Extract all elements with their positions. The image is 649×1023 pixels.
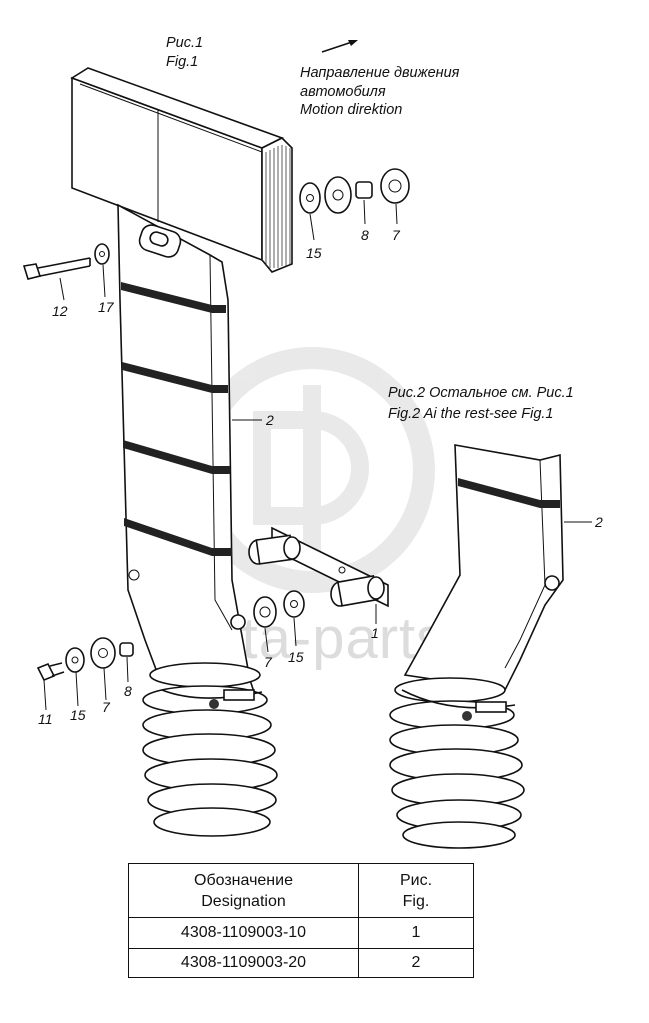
- header-fig-ru: Рис.: [399, 871, 433, 889]
- row-fig: 1: [358, 917, 474, 949]
- hardware-top: [94, 168, 410, 265]
- fig1-title-ru: Рис.1: [166, 35, 203, 51]
- callout-8-bot: 8: [124, 683, 132, 699]
- callout-12: 12: [52, 303, 68, 319]
- callout-15-bot: 15: [70, 707, 86, 723]
- callout-leaders-fig1: [43, 199, 398, 711]
- mounting-bracket: [248, 526, 389, 608]
- row-fig: 2: [358, 948, 474, 978]
- callout-7-top: 7: [392, 227, 401, 243]
- hardware-mid: [253, 590, 305, 628]
- callout-2-fig2: 2: [594, 514, 603, 530]
- intake-pipe: [117, 203, 257, 696]
- air-intake-head: [70, 67, 293, 273]
- fig2-pipe: [403, 444, 564, 691]
- row-designation: 4308-1109003-10: [128, 917, 359, 949]
- row-designation: 4308-1109003-20: [128, 948, 359, 978]
- motion-label-ru-1: Направление движения: [300, 65, 460, 81]
- motion-label-ru-2: автомобиля: [300, 84, 386, 100]
- callout-7-mid: 7: [264, 654, 273, 670]
- motion-direction-arrow: [321, 40, 358, 53]
- header-designation-en: Designation: [201, 892, 286, 910]
- fig2-bellows-hose: [389, 677, 525, 849]
- callout-8-top: 8: [361, 227, 369, 243]
- fig1-title-en: Fig.1: [166, 54, 198, 70]
- designation-table: Обозначение Designation Рис. Fig. 4308-1…: [128, 863, 474, 978]
- header-designation-ru: Обозначение: [194, 871, 293, 889]
- table-row: 4308-1109003-10 1: [128, 917, 474, 949]
- callout-17: 17: [98, 299, 115, 315]
- bolt-12: [22, 257, 91, 280]
- fig2-caption-ru: Рис.2 Остальное см. Рис.1: [388, 385, 574, 401]
- callout-11: 11: [38, 711, 53, 727]
- table-row: 4308-1109003-20 2: [128, 948, 474, 978]
- callout-15-top: 15: [306, 245, 322, 261]
- motion-label-en: Motion direktion: [300, 102, 402, 118]
- callout-15-mid: 15: [288, 649, 304, 665]
- header-fig-en: Fig.: [402, 892, 430, 910]
- bellows-hose: [142, 662, 278, 837]
- hardware-bottom: [36, 637, 134, 682]
- header-fig: Рис. Fig.: [358, 863, 474, 918]
- header-designation: Обозначение Designation: [128, 863, 359, 918]
- callout-1: 1: [371, 625, 379, 641]
- callout-2-fig1: 2: [265, 412, 274, 428]
- fig2-caption-en: Fig.2 Ai the rest-see Fig.1: [388, 406, 553, 422]
- callout-7-bot: 7: [102, 699, 111, 715]
- table-header-row: Обозначение Designation Рис. Fig.: [128, 863, 474, 918]
